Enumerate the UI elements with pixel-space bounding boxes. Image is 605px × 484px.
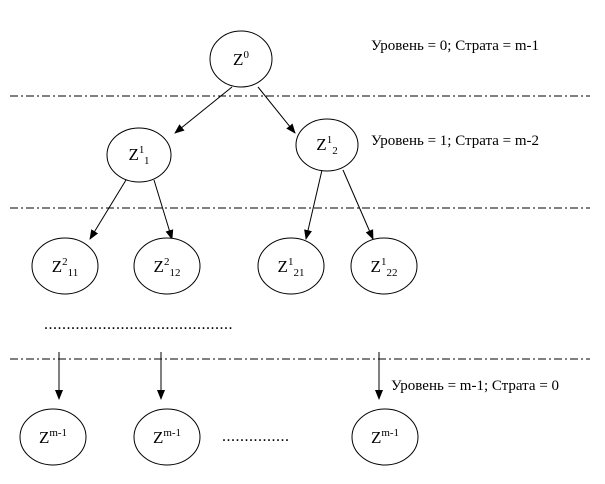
edge-n1_2-n2_21 — [304, 169, 323, 240]
nodes: Z0 Z11 Z12 Z211 Z212 Z121 Z122 Zm-1 — [19, 30, 419, 466]
edges — [55, 86, 383, 400]
node-label: Z121 — [278, 256, 305, 279]
edge-root-n1_2 — [257, 86, 296, 134]
tree-node: Z211 — [31, 237, 99, 295]
separators — [10, 95, 590, 360]
edge-n1_2-n2_22 — [342, 169, 374, 240]
tree-node: Z11 — [106, 127, 172, 183]
level-label-1: Уровень = 1; Страта = m-2 — [371, 133, 539, 149]
level-labels: Уровень = 0; Страта = m-1 Уровень = 1; С… — [371, 38, 559, 394]
node-label: Z211 — [52, 256, 78, 279]
node-ellipse — [257, 237, 325, 295]
tree-node: Z212 — [133, 237, 201, 295]
node-ellipse — [209, 30, 273, 88]
ellipsis-bottom-row: ............... — [222, 428, 290, 445]
tree-node: Zm-1 — [351, 408, 419, 466]
level-label-last: Уровень = m-1; Страта = 0 — [391, 378, 559, 394]
node-ellipse — [351, 408, 419, 466]
node-ellipse — [295, 118, 359, 172]
node-label: Z0 — [233, 49, 249, 69]
node-ellipse — [133, 408, 201, 466]
tree-node: Z12 — [295, 118, 359, 172]
node-ellipse — [106, 127, 172, 183]
node-label: Z12 — [316, 134, 337, 157]
node-label: Zm-1 — [39, 427, 67, 447]
node-ellipse — [133, 237, 201, 295]
tree-node: Z122 — [350, 237, 418, 295]
tree-node: Zm-1 — [19, 408, 87, 466]
node-ellipse — [31, 237, 99, 295]
node-ellipse — [350, 237, 418, 295]
edge-n1_1-n2_11 — [89, 179, 127, 240]
ellipsis-middle-row: ........................................… — [44, 316, 233, 333]
node-label: Zm-1 — [153, 427, 181, 447]
edge-n1_1-n2_12 — [153, 179, 174, 240]
edge-root-n1_1 — [174, 86, 233, 134]
level-label-0: Уровень = 0; Страта = m-1 — [371, 38, 539, 54]
tree-node: Z0 — [209, 30, 273, 88]
node-label: Zm-1 — [371, 427, 399, 447]
node-label: Z212 — [154, 256, 181, 279]
node-label: Z11 — [129, 144, 150, 167]
tree-node: Z121 — [257, 237, 325, 295]
node-ellipse — [19, 408, 87, 466]
tree-node: Zm-1 — [133, 408, 201, 466]
node-label: Z122 — [371, 256, 398, 279]
